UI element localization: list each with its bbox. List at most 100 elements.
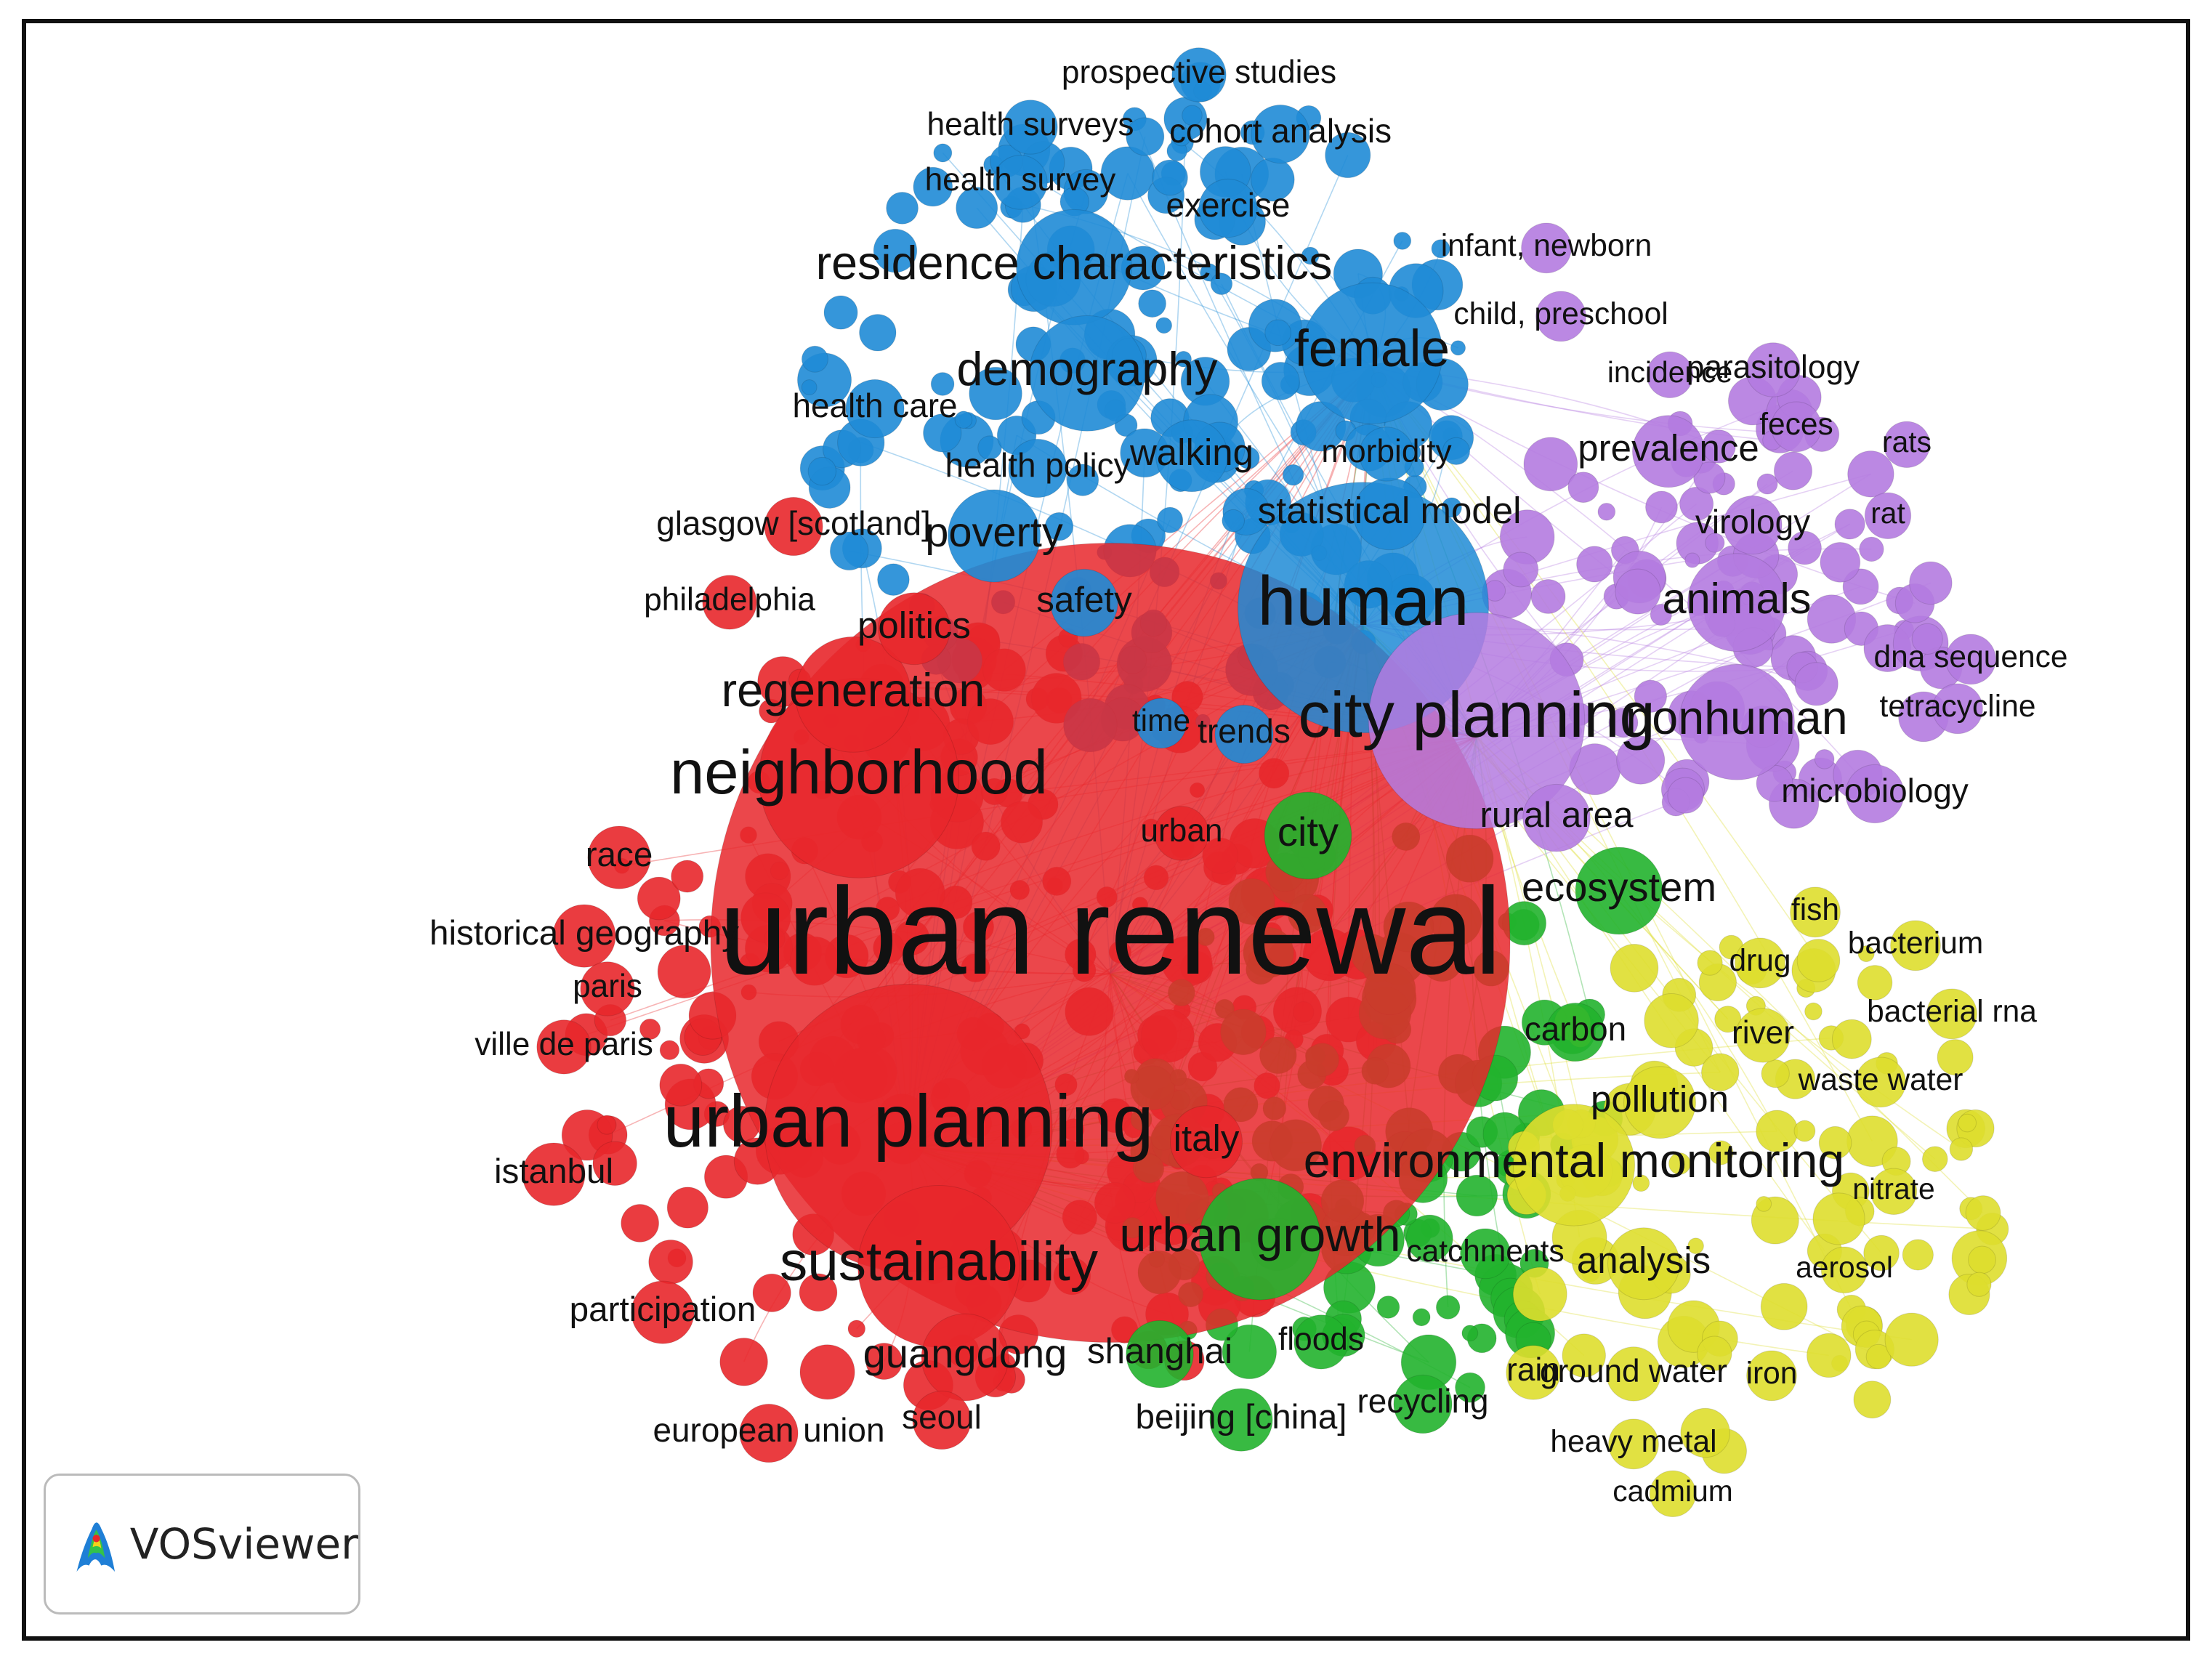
keyword-label[interactable]: nitrate bbox=[1852, 1172, 1934, 1205]
keyword-node[interactable] bbox=[587, 825, 651, 889]
network-node[interactable] bbox=[1761, 1059, 1790, 1088]
keyword-node[interactable] bbox=[1870, 1168, 1918, 1215]
network-node[interactable] bbox=[969, 366, 1022, 421]
keyword-node[interactable] bbox=[1368, 612, 1586, 830]
network-node[interactable] bbox=[648, 1239, 693, 1285]
network-node[interactable] bbox=[1435, 1295, 1461, 1319]
keyword-label[interactable]: infant, newborn bbox=[1441, 229, 1652, 263]
keyword-label[interactable]: historical geography bbox=[429, 914, 739, 953]
keyword-node[interactable] bbox=[1632, 415, 1705, 488]
network-node[interactable] bbox=[639, 1018, 661, 1040]
network-node[interactable] bbox=[1911, 623, 1943, 655]
keyword-label[interactable]: female bbox=[1294, 320, 1450, 378]
keyword-node[interactable] bbox=[580, 961, 635, 1017]
keyword-label[interactable]: health surveys bbox=[927, 107, 1134, 142]
keyword-node[interactable] bbox=[1460, 1228, 1511, 1280]
network-node[interactable] bbox=[1152, 159, 1188, 196]
keyword-label[interactable]: morbidity bbox=[1321, 434, 1451, 469]
keyword-node[interactable] bbox=[1170, 1105, 1243, 1179]
keyword-label[interactable]: urban growth bbox=[1120, 1208, 1401, 1262]
keyword-label[interactable]: race bbox=[586, 836, 653, 874]
keyword-node[interactable] bbox=[1198, 1178, 1322, 1301]
keyword-label[interactable]: city planning bbox=[1298, 679, 1655, 751]
keyword-node[interactable] bbox=[1251, 104, 1310, 164]
keyword-node[interactable] bbox=[1746, 1350, 1797, 1402]
keyword-label[interactable]: cadmium bbox=[1612, 1474, 1733, 1508]
keyword-label[interactable]: italy bbox=[1174, 1118, 1240, 1159]
network-node[interactable] bbox=[923, 413, 962, 453]
keyword-label[interactable]: waste water bbox=[1798, 1063, 1963, 1097]
keyword-node[interactable] bbox=[1623, 1066, 1696, 1139]
keyword-label[interactable]: prevalence bbox=[1578, 427, 1759, 469]
keyword-label[interactable]: time bbox=[1132, 704, 1190, 738]
keyword-node[interactable] bbox=[1214, 704, 1274, 764]
network-node[interactable] bbox=[1793, 1120, 1816, 1142]
network-node[interactable] bbox=[1442, 437, 1471, 466]
keyword-label[interactable]: beijing [china] bbox=[1135, 1398, 1347, 1436]
network-node[interactable] bbox=[1697, 1335, 1732, 1371]
keyword-node[interactable] bbox=[1735, 937, 1785, 989]
keyword-node[interactable] bbox=[1136, 698, 1187, 749]
network-node[interactable] bbox=[1567, 472, 1599, 504]
network-node[interactable] bbox=[1794, 662, 1838, 706]
keyword-label[interactable]: bacterial rna bbox=[1867, 995, 2037, 1029]
network-node[interactable] bbox=[1634, 679, 1668, 714]
network-node[interactable] bbox=[1615, 568, 1661, 615]
keyword-label[interactable]: carbon bbox=[1525, 1010, 1626, 1048]
keyword-label[interactable]: rat bbox=[1870, 496, 1905, 530]
keyword-node[interactable] bbox=[1855, 1056, 1906, 1108]
keyword-node[interactable] bbox=[1646, 351, 1694, 398]
keyword-node[interactable] bbox=[1926, 988, 1977, 1040]
network-node[interactable] bbox=[1044, 512, 1074, 541]
network-node[interactable] bbox=[1393, 232, 1412, 250]
keyword-node[interactable] bbox=[1932, 683, 1983, 735]
network-node[interactable] bbox=[1431, 239, 1450, 259]
network-node[interactable] bbox=[657, 945, 711, 999]
network-node[interactable] bbox=[1684, 552, 1700, 568]
network-node[interactable] bbox=[1859, 536, 1884, 562]
network-node[interactable] bbox=[847, 1319, 866, 1338]
network-node[interactable] bbox=[1650, 603, 1672, 626]
network-node[interactable] bbox=[1412, 1308, 1431, 1327]
keyword-label[interactable]: health policy bbox=[945, 446, 1130, 484]
network-node[interactable] bbox=[873, 228, 918, 273]
keyword-node[interactable] bbox=[1820, 1246, 1868, 1293]
keyword-label[interactable]: paris bbox=[573, 969, 642, 1004]
keyword-label[interactable]: urban planning bbox=[663, 1080, 1154, 1163]
network-node[interactable] bbox=[1066, 464, 1099, 496]
network-node[interactable] bbox=[1155, 317, 1173, 334]
network-node[interactable] bbox=[666, 1187, 709, 1229]
keyword-label[interactable]: animals bbox=[1662, 574, 1811, 623]
keyword-node[interactable] bbox=[878, 592, 950, 666]
network-node[interactable] bbox=[1450, 340, 1466, 356]
keyword-node[interactable] bbox=[1050, 568, 1118, 637]
keyword-node[interactable] bbox=[1512, 1104, 1636, 1226]
keyword-node[interactable] bbox=[1679, 663, 1795, 780]
network-node[interactable] bbox=[1667, 777, 1704, 814]
keyword-node[interactable] bbox=[552, 904, 616, 968]
network-node[interactable] bbox=[1966, 1272, 1992, 1297]
keyword-label[interactable]: rural area bbox=[1480, 795, 1634, 835]
network-node[interactable] bbox=[1182, 105, 1203, 126]
network-node[interactable] bbox=[956, 187, 998, 230]
network-node[interactable] bbox=[1261, 362, 1300, 400]
keyword-node[interactable] bbox=[1535, 291, 1586, 342]
keyword-node[interactable] bbox=[921, 1313, 1009, 1402]
network-node[interactable] bbox=[1632, 1174, 1650, 1192]
network-node[interactable] bbox=[1708, 1140, 1734, 1165]
keyword-label[interactable]: prospective studies bbox=[1062, 54, 1336, 90]
keyword-node[interactable] bbox=[1945, 634, 1996, 685]
network-node[interactable] bbox=[1456, 1174, 1498, 1217]
keyword-node[interactable] bbox=[1029, 315, 1145, 432]
network-node[interactable] bbox=[1644, 993, 1699, 1048]
network-node[interactable] bbox=[1831, 1019, 1872, 1059]
keyword-node[interactable] bbox=[1687, 553, 1786, 652]
network-node[interactable] bbox=[1773, 451, 1813, 490]
keyword-node[interactable] bbox=[795, 636, 911, 753]
network-node[interactable] bbox=[1616, 735, 1666, 785]
network-node[interactable] bbox=[1937, 1039, 1974, 1076]
keyword-node[interactable] bbox=[536, 1019, 592, 1075]
keyword-label[interactable]: aerosol bbox=[1796, 1250, 1893, 1284]
keyword-label[interactable]: virology bbox=[1695, 503, 1810, 541]
network-node[interactable] bbox=[1814, 748, 1835, 769]
